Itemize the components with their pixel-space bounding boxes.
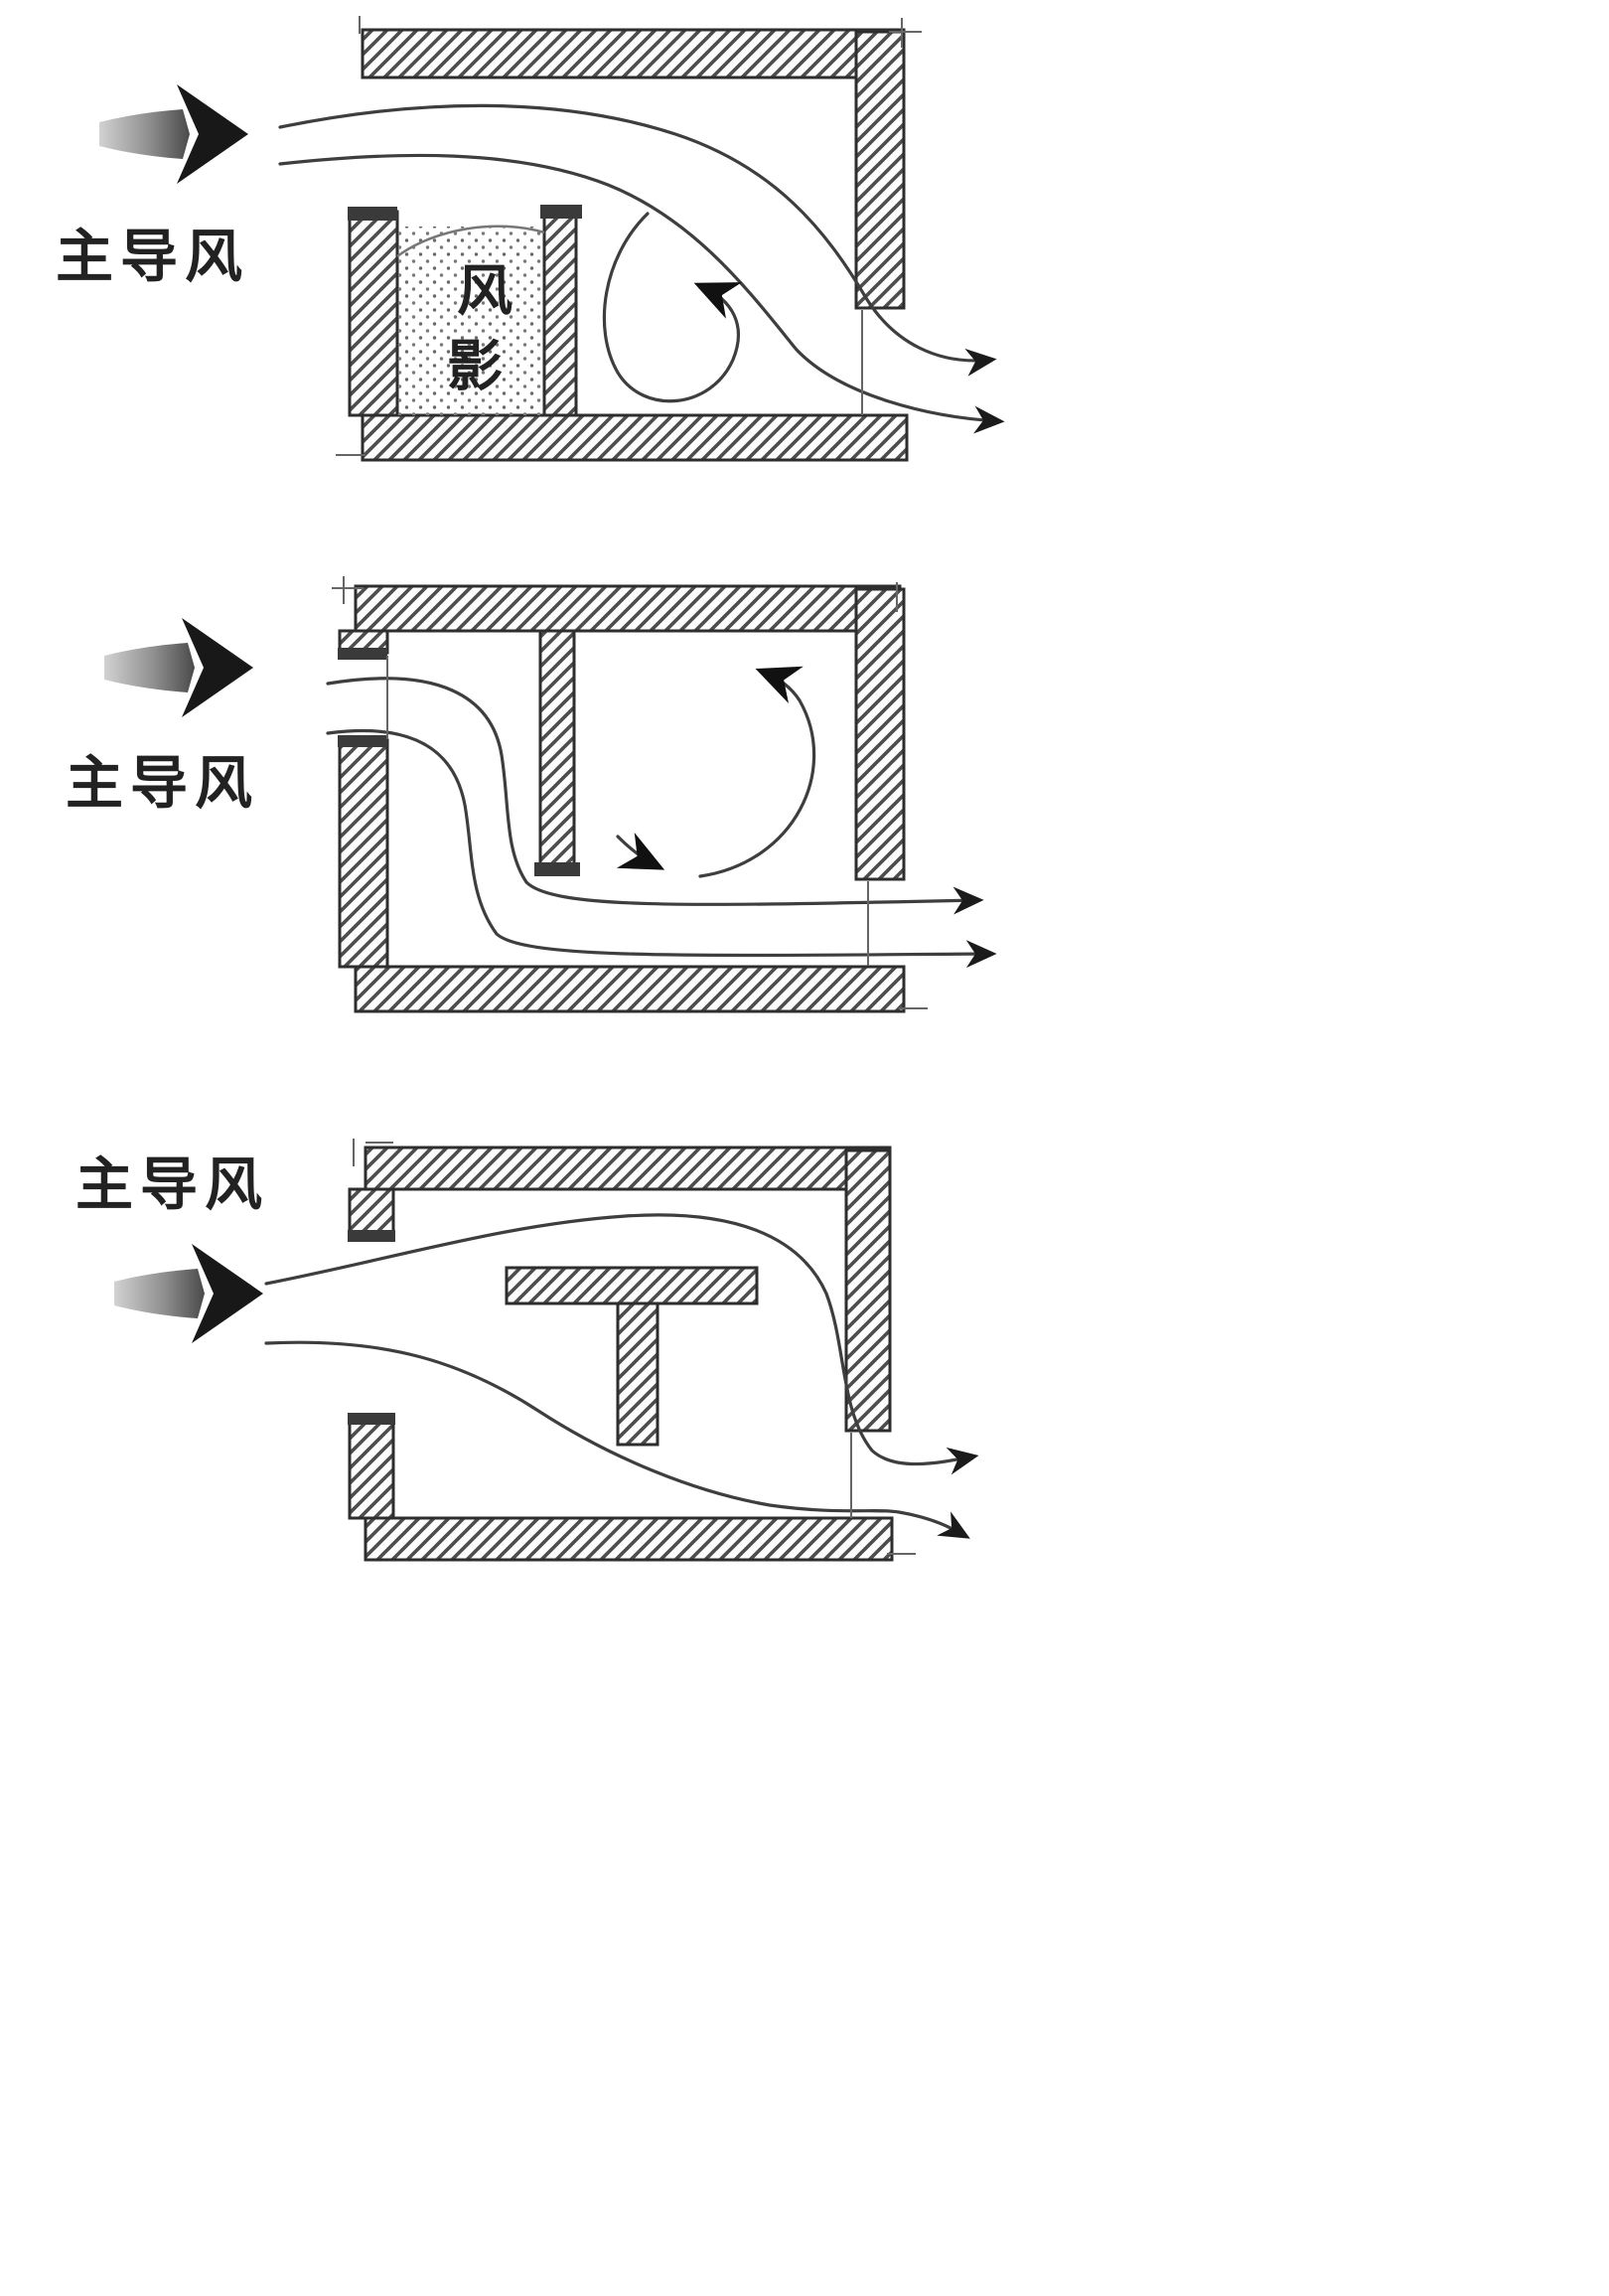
streamline-lower bbox=[278, 153, 1005, 434]
right-wall-upper bbox=[854, 30, 906, 310]
left-wall-lower bbox=[348, 1417, 395, 1520]
dominant-wind-label: 主导风 bbox=[75, 1150, 269, 1218]
right-wall-upper bbox=[844, 1148, 892, 1433]
panel-room-with-hanging-partition: 主导风 bbox=[66, 576, 997, 1013]
dominant-wind-arrow-icon bbox=[104, 618, 253, 717]
construction-lines bbox=[353, 1139, 916, 1555]
interior-partition bbox=[542, 210, 578, 417]
construction-lines bbox=[332, 576, 928, 1009]
dominant-wind-label: 主导风 bbox=[56, 223, 249, 290]
dominant-wind-label: 主导风 bbox=[66, 749, 259, 817]
eddy-arrow-short bbox=[616, 833, 665, 870]
bottom-wall bbox=[364, 1516, 894, 1562]
top-wall bbox=[364, 1146, 892, 1191]
streamline-upper bbox=[278, 103, 997, 377]
eddy-loop bbox=[602, 212, 743, 403]
eddy-arc bbox=[698, 666, 816, 878]
top-wall bbox=[354, 584, 902, 633]
flow-streamlines bbox=[326, 666, 997, 969]
panel-room-with-t-shaped-partition: 主导风 bbox=[75, 1139, 979, 1562]
streamline-lower bbox=[264, 1340, 970, 1539]
left-wall-lower bbox=[338, 738, 389, 969]
top-wall bbox=[361, 28, 906, 79]
flow-streamlines bbox=[264, 1213, 979, 1539]
dominant-wind-arrow-icon bbox=[99, 84, 248, 184]
left-wall-stub bbox=[348, 1187, 395, 1237]
panel-room-with-partition-near-inlet: 主导风 风 影 bbox=[56, 16, 1005, 462]
dominant-wind-arrow-icon bbox=[114, 1244, 263, 1343]
bottom-wall bbox=[354, 965, 906, 1013]
wall-end-caps bbox=[338, 648, 580, 876]
streamline-lower bbox=[326, 728, 997, 969]
wall-end-caps bbox=[348, 1230, 395, 1425]
bottom-wall bbox=[361, 413, 909, 462]
room-walls bbox=[338, 584, 906, 1013]
construction-lines bbox=[336, 16, 922, 456]
t-partition-stem bbox=[616, 1301, 659, 1447]
left-wall-lower bbox=[348, 210, 399, 417]
t-partition-bar bbox=[505, 1266, 759, 1305]
wind-shadow-label-char-2: 影 bbox=[447, 335, 503, 399]
flow-streamlines bbox=[278, 103, 1005, 434]
wall-end-caps bbox=[348, 205, 582, 221]
room-walls bbox=[348, 28, 909, 462]
streamline-upper bbox=[326, 677, 984, 915]
room-walls bbox=[348, 1146, 894, 1562]
hanging-partition bbox=[538, 629, 576, 876]
streamline-upper bbox=[264, 1213, 979, 1475]
right-wall-upper bbox=[854, 587, 906, 881]
wind-shadow-contour bbox=[396, 225, 545, 258]
wind-shadow-label-char-1: 风 bbox=[457, 259, 512, 324]
wind-shadow-zone bbox=[397, 227, 544, 415]
